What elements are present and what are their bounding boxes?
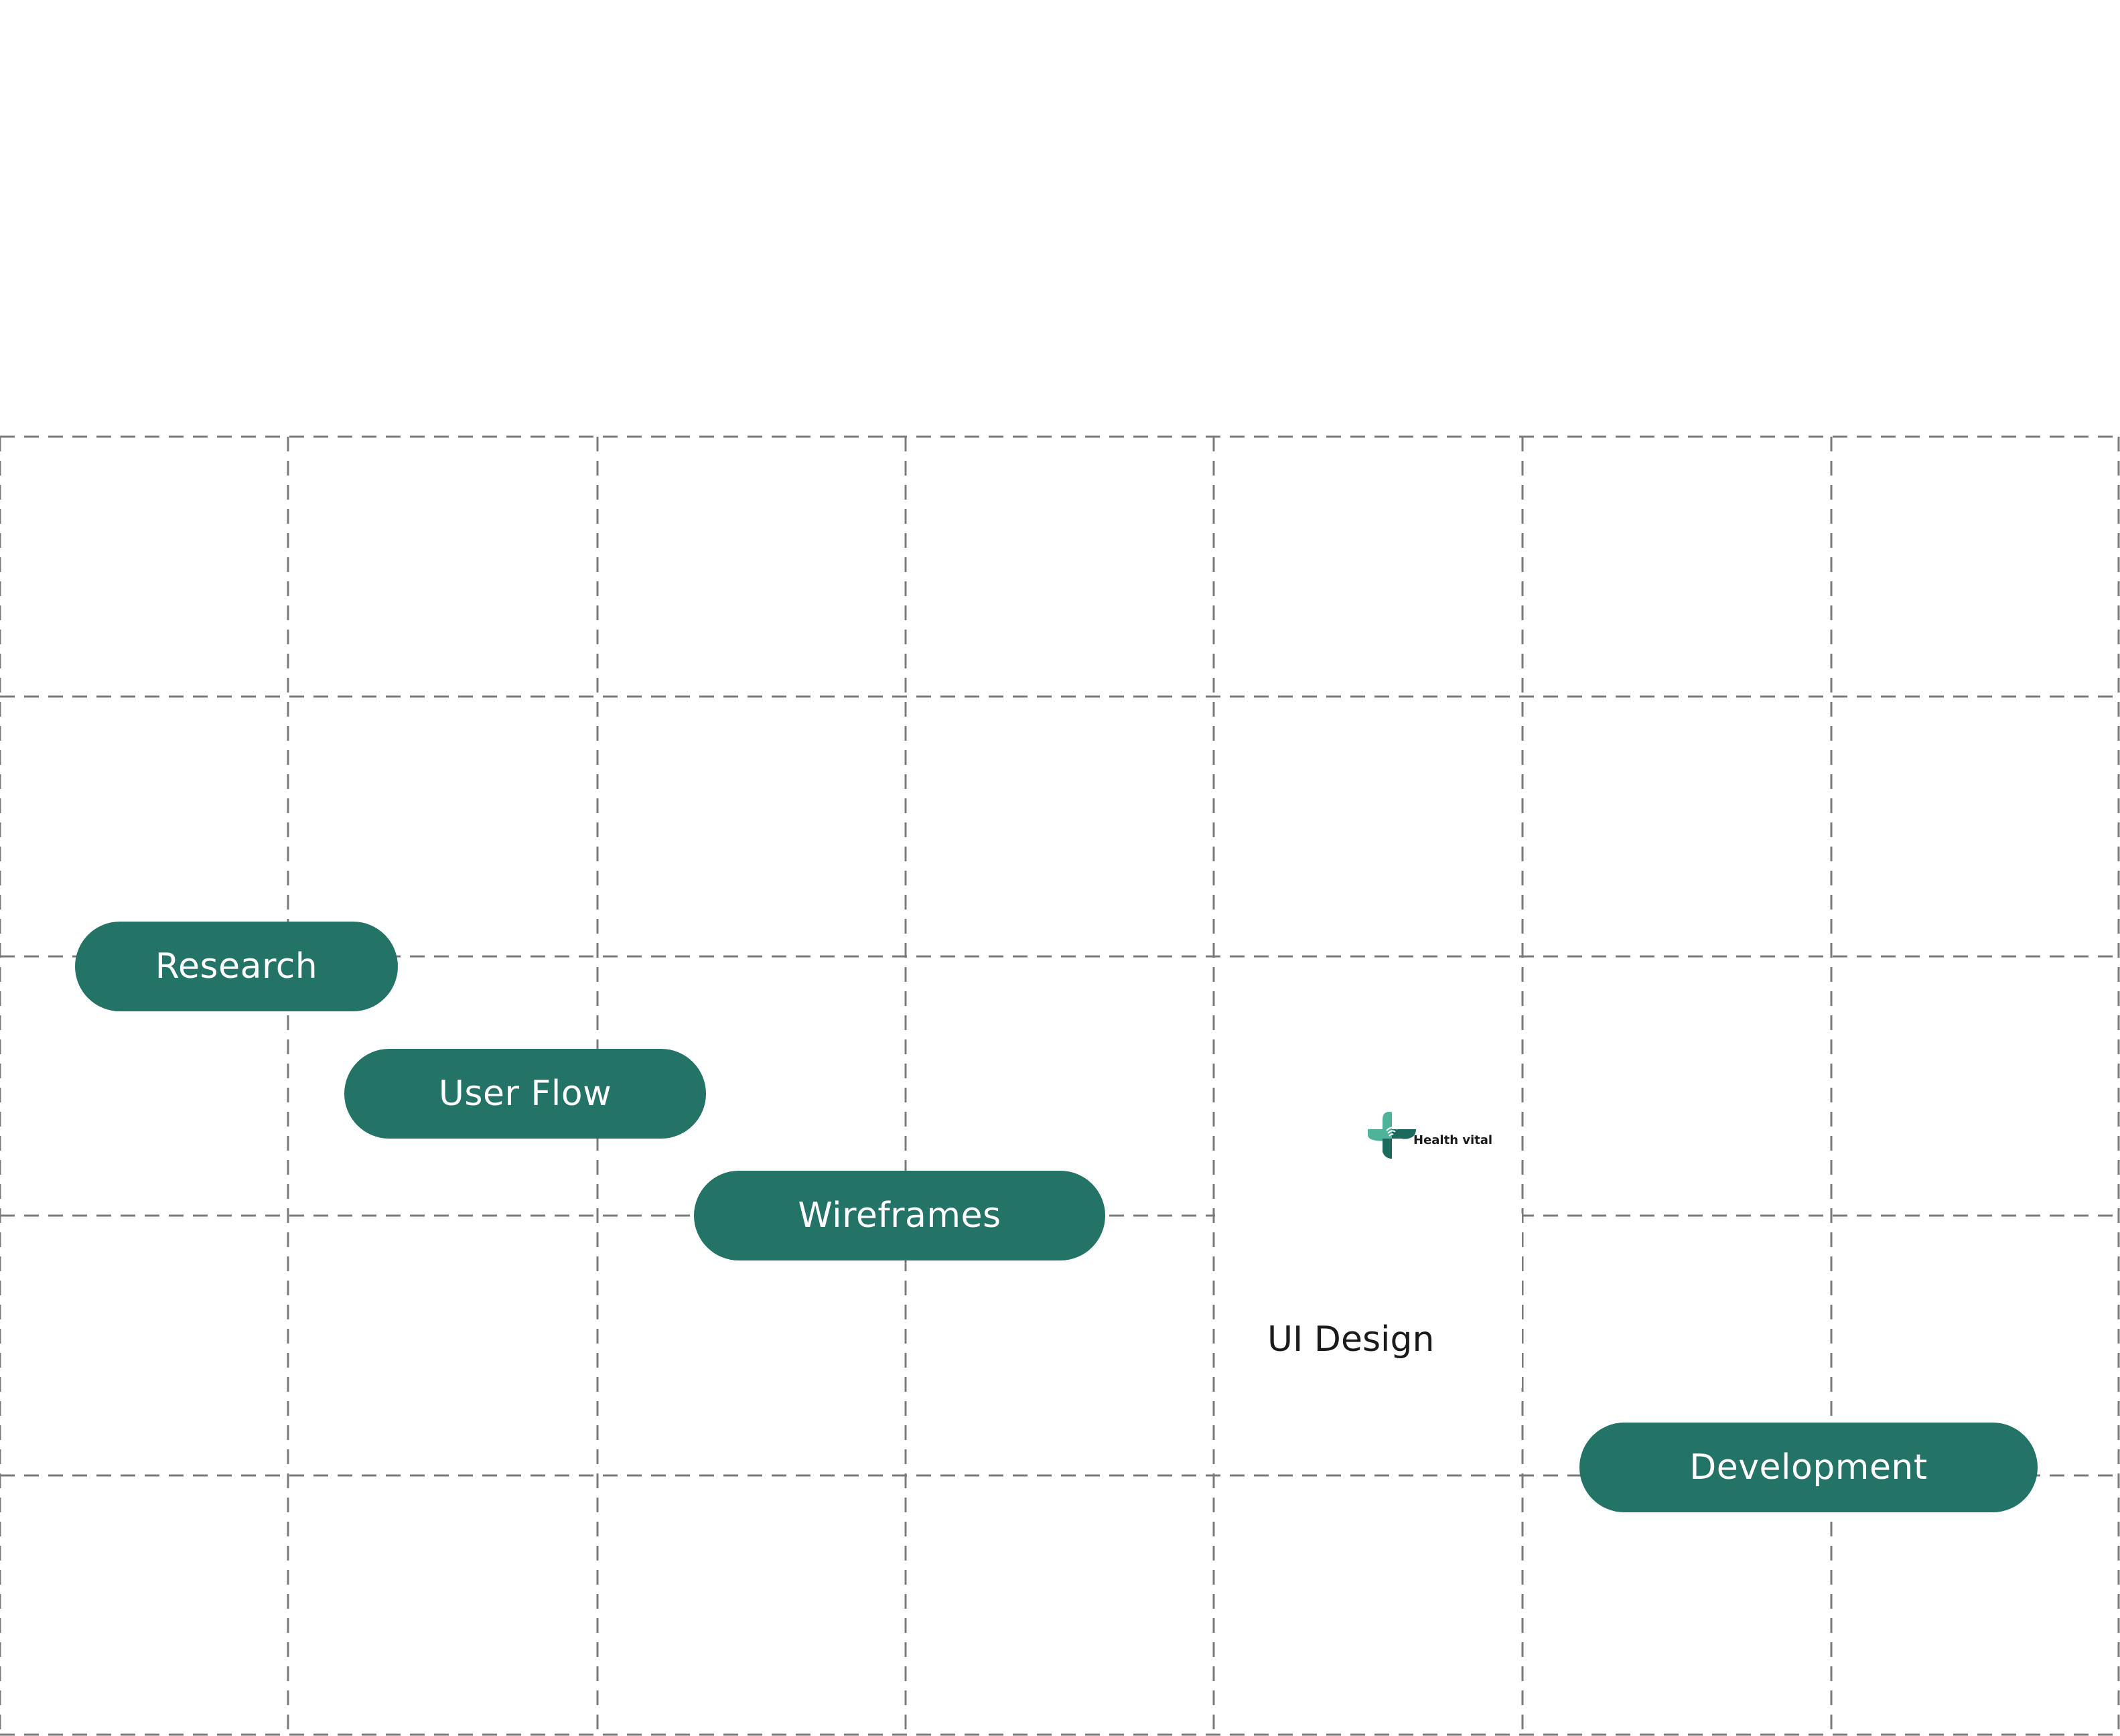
phase-research-label: Research	[155, 946, 318, 987]
phase-development-label: Development	[1689, 1447, 1928, 1488]
phase-research-pill: Research	[75, 922, 398, 1011]
phase-development-pill: Development	[1579, 1423, 2038, 1512]
phase-ui-design-area	[1215, 1214, 1522, 1388]
phase-user-flow-label: User Flow	[438, 1074, 612, 1114]
phase-ui-design-label: UI Design	[1267, 1319, 1435, 1360]
medical-cross-icon	[1368, 1112, 1416, 1159]
logo-text: Health vital	[1413, 1133, 1493, 1147]
phase-user-flow-pill: User Flow	[344, 1049, 706, 1139]
phase-wireframes-label: Wireframes	[798, 1196, 1001, 1236]
health-vital-logo: Health vital	[1366, 1110, 1492, 1160]
phase-wireframes-pill: Wireframes	[694, 1171, 1105, 1260]
